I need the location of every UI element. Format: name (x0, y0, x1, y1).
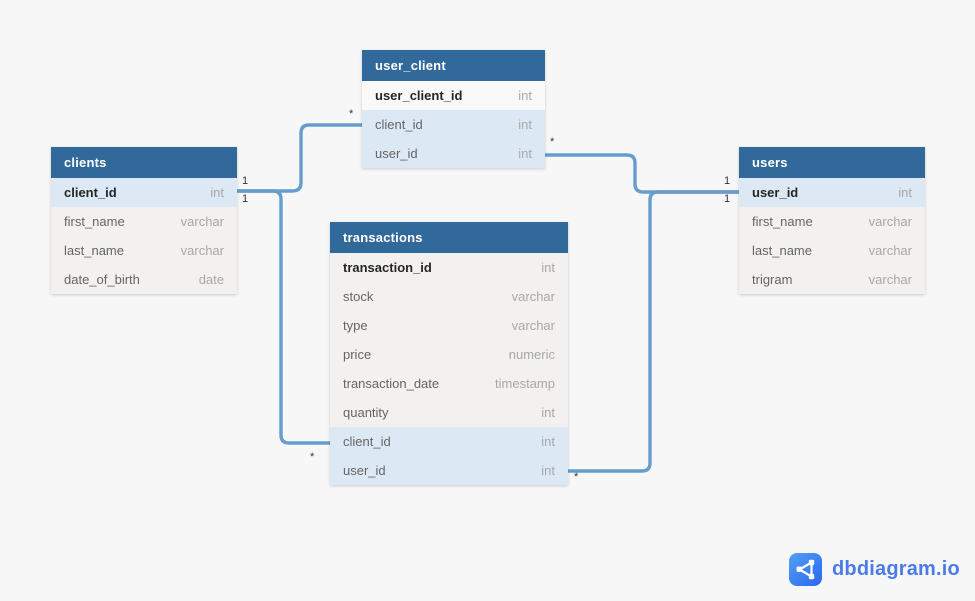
field-row-transactions-transaction_id[interactable]: transaction_id int (330, 253, 568, 282)
field-row-clients-date_of_birth[interactable]: date_of_birth date (51, 265, 237, 294)
field-name: date_of_birth (64, 272, 140, 287)
field-row-users-first_name[interactable]: first_name varchar (739, 207, 925, 236)
field-name: last_name (752, 243, 812, 258)
table-rows: user_client_id int client_id int user_id… (362, 81, 545, 168)
field-row-transactions-quantity[interactable]: quantity int (330, 398, 568, 427)
cardinality-label: * (574, 471, 579, 483)
field-type: int (898, 185, 912, 200)
field-row-clients-first_name[interactable]: first_name varchar (51, 207, 237, 236)
field-type: date (198, 272, 224, 287)
field-row-user_client-user_client_id[interactable]: user_client_id int (362, 81, 545, 110)
table-title: users (752, 155, 788, 170)
field-type: int (518, 117, 532, 132)
table-transactions[interactable]: transactions transaction_id int stock va… (330, 222, 568, 485)
brand-text: dbdiagram.io (832, 558, 960, 580)
field-type: numeric (508, 347, 555, 362)
table-title: user_client (375, 58, 446, 73)
table-header[interactable]: clients (51, 147, 237, 178)
relationship-users.user_id-to-user_client.user_id[interactable] (545, 153, 739, 194)
field-row-user_client-user_id[interactable]: user_id int (362, 139, 545, 168)
field-type: int (541, 405, 555, 420)
field-row-transactions-transaction_date[interactable]: transaction_date timestamp (330, 369, 568, 398)
field-type: varchar (180, 214, 224, 229)
field-row-users-last_name[interactable]: last_name varchar (739, 236, 925, 265)
dbdiagram-brand-link[interactable]: dbdiagram.io (789, 553, 960, 586)
cardinality-label: * (550, 136, 555, 148)
field-name: transaction_id (343, 260, 432, 275)
cardinality-label: * (349, 108, 354, 120)
field-name: first_name (752, 214, 813, 229)
field-type: int (541, 434, 555, 449)
field-row-users-user_id[interactable]: user_id int (739, 178, 925, 207)
cardinality-label: 1 (724, 175, 731, 187)
field-type: int (541, 463, 555, 478)
table-rows: client_id int first_name varchar last_na… (51, 178, 237, 294)
field-name: user_client_id (375, 88, 463, 103)
field-type: varchar (868, 272, 912, 287)
table-title: clients (64, 155, 107, 170)
field-row-clients-client_id[interactable]: client_id int (51, 178, 237, 207)
table-header[interactable]: user_client (362, 50, 545, 81)
field-type: varchar (180, 243, 224, 258)
relationship-clients.client_id-to-user_client.client_id[interactable] (237, 123, 362, 193)
share-nodes-icon (789, 553, 822, 586)
field-type: int (518, 88, 532, 103)
field-name: user_id (752, 185, 799, 200)
field-name: client_id (64, 185, 117, 200)
field-name: quantity (343, 405, 389, 420)
field-type: varchar (511, 289, 555, 304)
field-name: type (343, 318, 368, 333)
table-clients[interactable]: clients client_id int first_name varchar… (51, 147, 237, 294)
field-row-transactions-stock[interactable]: stock varchar (330, 282, 568, 311)
table-user_client[interactable]: user_client user_client_id int client_id… (362, 50, 545, 168)
field-name: first_name (64, 214, 125, 229)
field-type: timestamp (495, 376, 555, 391)
field-name: client_id (375, 117, 423, 132)
table-header[interactable]: users (739, 147, 925, 178)
field-name: user_id (375, 146, 418, 161)
table-rows: transaction_id int stock varchar type va… (330, 253, 568, 485)
cardinality-label: 1 (242, 193, 249, 205)
field-row-user_client-client_id[interactable]: client_id int (362, 110, 545, 139)
table-rows: user_id int first_name varchar last_name… (739, 178, 925, 294)
field-name: client_id (343, 434, 391, 449)
field-name: user_id (343, 463, 386, 478)
field-type: int (541, 260, 555, 275)
cardinality-label: * (310, 451, 315, 463)
field-row-transactions-user_id[interactable]: user_id int (330, 456, 568, 485)
cardinality-label: 1 (724, 193, 731, 205)
field-name: stock (343, 289, 374, 304)
field-name: transaction_date (343, 376, 440, 391)
field-name: trigram (752, 272, 793, 287)
field-row-transactions-client_id[interactable]: client_id int (330, 427, 568, 456)
field-row-transactions-type[interactable]: type varchar (330, 311, 568, 340)
field-type: int (518, 146, 532, 161)
field-name: price (343, 347, 372, 362)
relationship-clients.client_id-to-transactions.client_id[interactable] (237, 189, 330, 445)
table-title: transactions (343, 230, 423, 245)
field-row-users-trigram[interactable]: trigram varchar (739, 265, 925, 294)
field-name: last_name (64, 243, 124, 258)
table-users[interactable]: users user_id int first_name varchar las… (739, 147, 925, 294)
field-type: varchar (868, 243, 912, 258)
field-type: int (210, 185, 224, 200)
field-row-clients-last_name[interactable]: last_name varchar (51, 236, 237, 265)
relationship-users.user_id-to-transactions.user_id[interactable] (568, 190, 739, 473)
cardinality-label: 1 (242, 175, 249, 187)
field-type: varchar (868, 214, 912, 229)
table-header[interactable]: transactions (330, 222, 568, 253)
field-type: varchar (511, 318, 555, 333)
field-row-transactions-price[interactable]: price numeric (330, 340, 568, 369)
